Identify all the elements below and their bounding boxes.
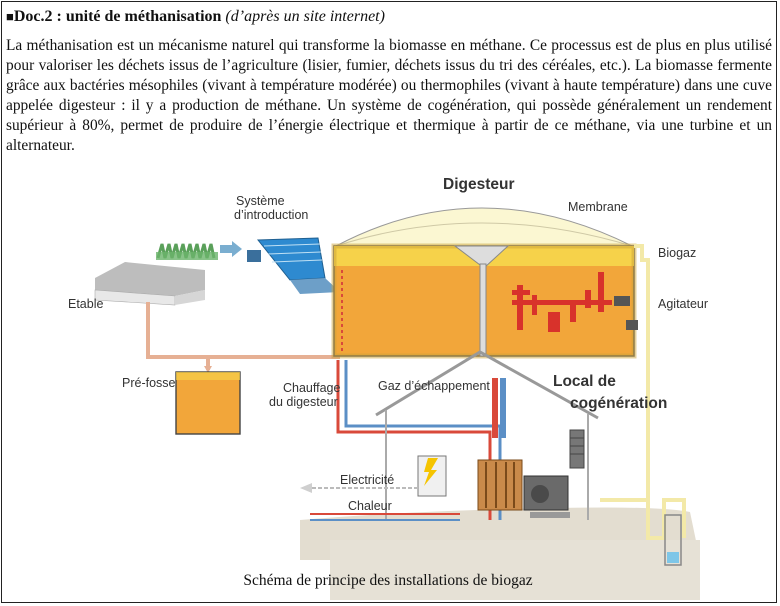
- doc-header: ■Doc.2 : unité de méthanisation (d’après…: [6, 8, 385, 26]
- label-chaleur: Chaleur: [348, 499, 392, 513]
- doc-title: Doc.2 : unité de méthanisation: [13, 8, 222, 25]
- label-prefosse: Pré-fosse: [122, 376, 176, 390]
- biomass-plants-icon: [156, 243, 218, 260]
- agitator: [512, 272, 638, 332]
- label-electricite: Electricité: [340, 473, 394, 487]
- bullet-square-icon: ■: [6, 9, 14, 24]
- doc-source: (d’après un site internet): [225, 8, 385, 25]
- manure-pipe-to-digester: [208, 318, 340, 359]
- label-systeme-1: Système: [236, 194, 285, 208]
- arrow-right-icon: [220, 241, 242, 257]
- figure-caption: Schéma de principe des installations de …: [243, 572, 533, 589]
- condensate-water: [667, 552, 679, 563]
- condensate-well: [664, 514, 682, 566]
- arrow-left-icon: [300, 483, 312, 493]
- introduction-system: [247, 237, 340, 294]
- label-local-1: Local de: [553, 373, 616, 390]
- digester-membrane-dome: [335, 207, 633, 247]
- label-agitateur: Agitateur: [658, 297, 708, 311]
- manure-pipe: [146, 302, 210, 370]
- barn-icon: [94, 262, 205, 306]
- ground-base: [330, 540, 700, 600]
- label-chauffage-1: Chauffage: [283, 381, 341, 395]
- biogas-pipe: [634, 244, 686, 540]
- label-biogaz: Biogaz: [658, 246, 696, 260]
- doc-paragraph: La méthanisation est un mécanisme nature…: [6, 37, 772, 154]
- label-membrane: Membrane: [568, 200, 628, 214]
- label-digesteur: Digesteur: [443, 176, 515, 193]
- label-chauffage-2: du digesteur: [269, 395, 338, 409]
- label-local-2: cogénération: [570, 395, 667, 412]
- label-systeme-2: d’introduction: [234, 208, 308, 222]
- lightning-icon: [424, 458, 438, 486]
- arrow-down-icon: [204, 366, 212, 373]
- cogeneration-house: [375, 350, 599, 520]
- digester-tank: [331, 207, 637, 359]
- label-etable: Etable: [68, 297, 103, 311]
- prefosse-tank: [175, 371, 241, 435]
- label-gaz: Gaz d’échappement: [378, 379, 490, 393]
